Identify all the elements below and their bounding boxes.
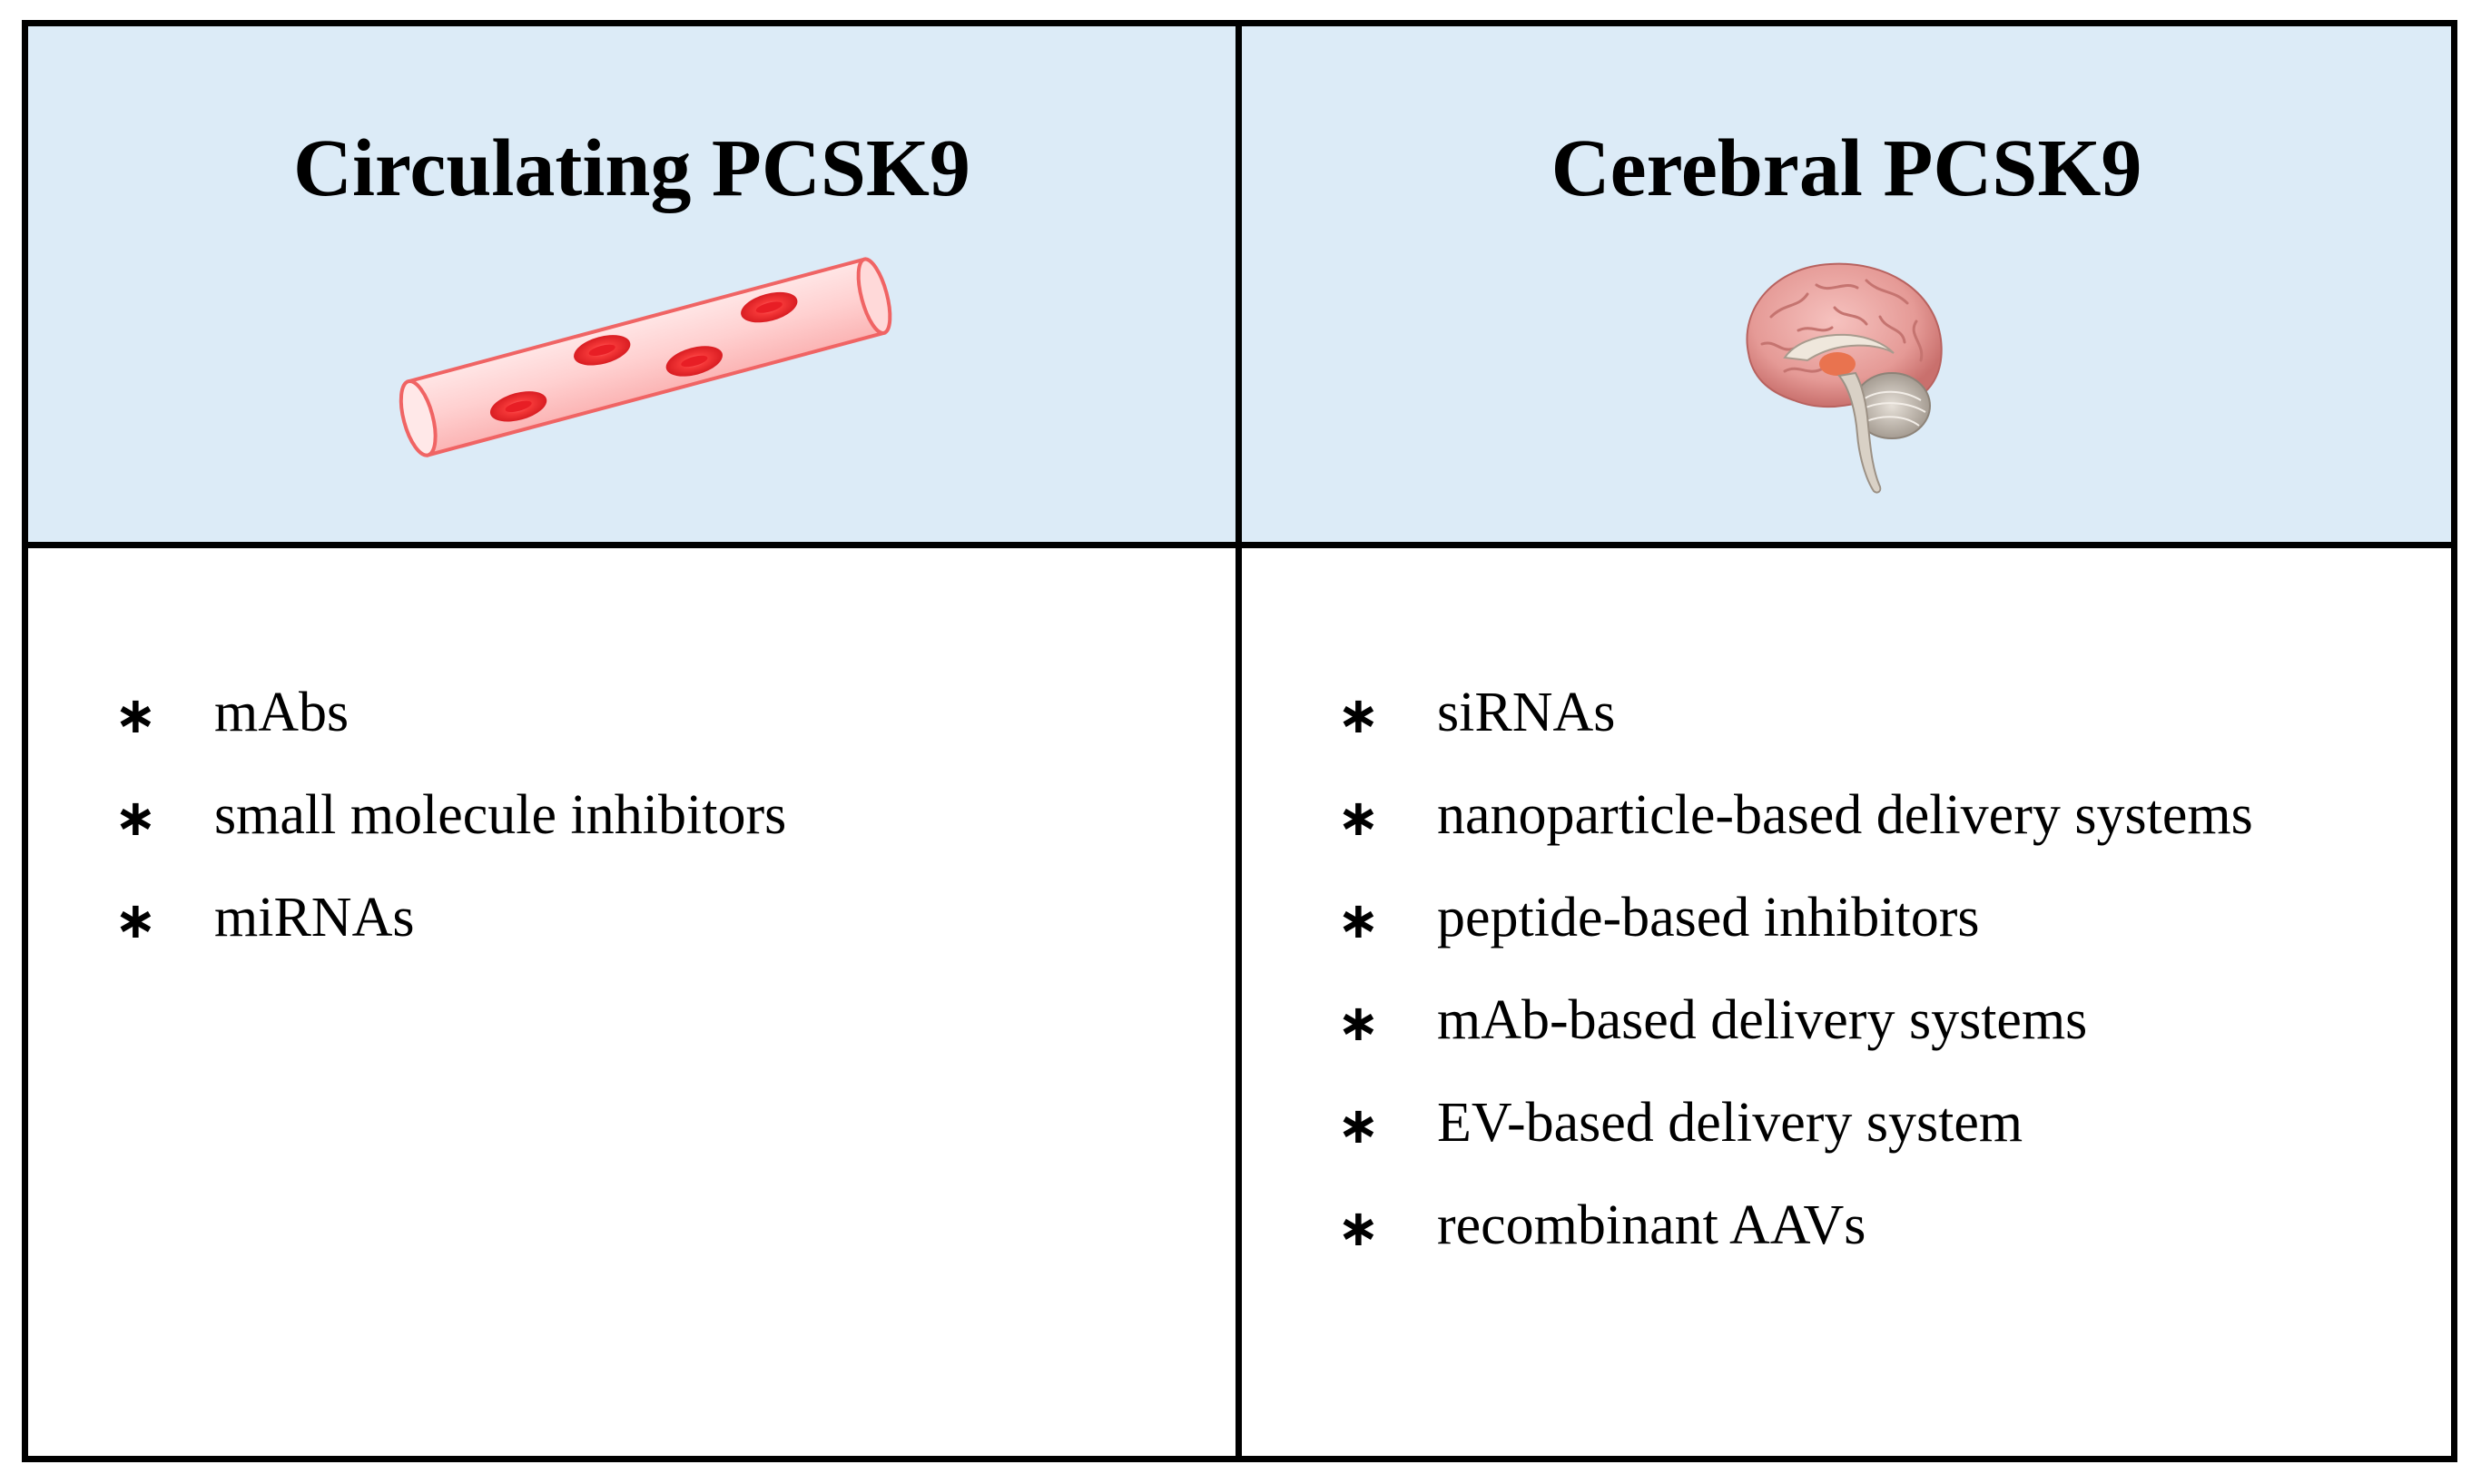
asterisk-bullet-icon: ∗ (114, 789, 157, 848)
list-item-label: peptide-based inhibitors (1437, 887, 1980, 948)
asterisk-bullet-icon: ∗ (1337, 1096, 1380, 1155)
list-item-label: EV-based delivery system (1437, 1092, 2023, 1154)
list-item-label: mAb-based delivery systems (1437, 989, 2088, 1051)
asterisk-bullet-icon: ∗ (1337, 789, 1380, 848)
asterisk-bullet-icon: ∗ (1337, 891, 1380, 950)
asterisk-bullet-icon: ∗ (1337, 686, 1380, 745)
brain-icon (1746, 262, 1943, 494)
asterisk-bullet-icon: ∗ (1337, 1199, 1380, 1258)
list-item-label: small molecule inhibitors (214, 784, 787, 846)
left-header-cell: Circulating PCSK9 (28, 26, 1242, 548)
asterisk-bullet-icon: ∗ (1337, 994, 1380, 1053)
right-header-cell: Cerebral PCSK9 (1242, 26, 2451, 548)
left-panel-title: Circulating PCSK9 (293, 123, 970, 213)
right-body-cell: ∗ siRNAs ∗ nanoparticle-based delivery s… (1242, 548, 2451, 1456)
asterisk-bullet-icon: ∗ (114, 891, 157, 950)
list-item-label: mAbs (214, 682, 350, 743)
list-item-label: siRNAs (1437, 682, 1616, 743)
list-item-label: nanoparticle-based delivery systems (1437, 784, 2253, 846)
right-panel-title: Cerebral PCSK9 (1551, 123, 2142, 213)
list-item-label: miRNAs (214, 887, 415, 948)
blood-vessel-icon (399, 257, 892, 457)
left-body-cell: ∗ mAbs ∗ small molecule inhibitors ∗ miR… (28, 548, 1242, 1456)
comparison-table: Circulating PCSK9 (22, 20, 2457, 1462)
list-item-label: recombinant AAVs (1437, 1194, 1866, 1256)
asterisk-bullet-icon: ∗ (114, 686, 157, 745)
